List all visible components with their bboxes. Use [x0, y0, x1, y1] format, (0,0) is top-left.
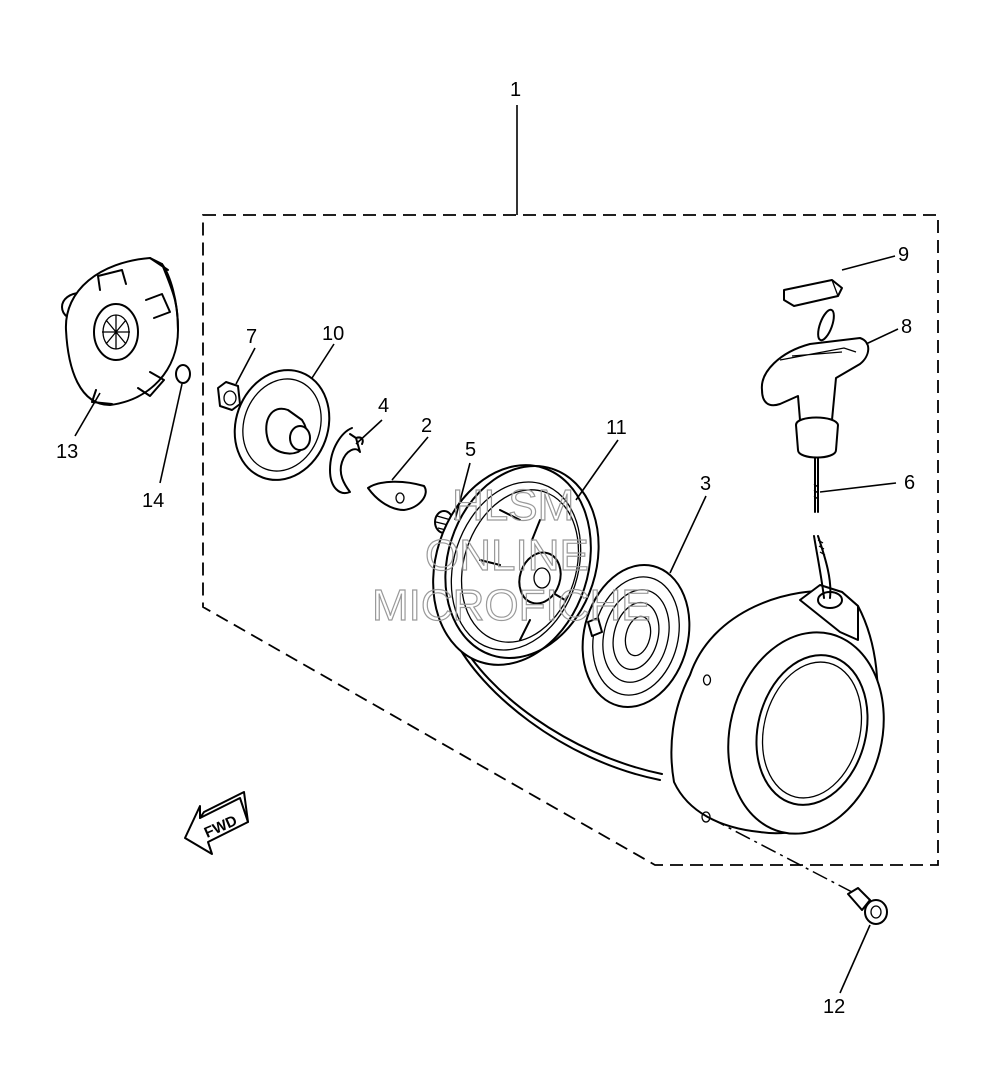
fwd-direction-arrow: FWD — [184, 791, 249, 855]
callout-labels: 1 2 3 4 5 6 7 8 9 10 11 12 13 14 — [56, 79, 915, 1018]
callout-4: 4 — [378, 395, 389, 417]
watermark-line-3: MICROFICHE — [372, 581, 651, 630]
part-12-bolt[interactable] — [847, 887, 888, 925]
callout-1: 1 — [510, 79, 521, 101]
watermark: HLSM ONLINE MICROFICHE — [371, 480, 651, 630]
callout-13: 13 — [56, 441, 78, 463]
callout-3: 3 — [700, 473, 711, 495]
part-7-nut[interactable] — [217, 381, 241, 411]
callout-2: 2 — [421, 415, 432, 437]
handle-rope — [813, 454, 832, 599]
part-2-pawl[interactable] — [367, 480, 427, 511]
leader-lines — [74, 105, 899, 994]
callout-11: 11 — [606, 417, 627, 439]
part-10-friction-plate[interactable] — [220, 357, 345, 494]
callout-9: 9 — [898, 244, 909, 266]
callout-8: 8 — [901, 316, 912, 338]
watermark-line-1: HLSM — [452, 481, 574, 530]
recoil-case-housing[interactable] — [670, 584, 904, 850]
watermark-line-2: ONLINE — [425, 531, 589, 580]
callout-12: 12 — [823, 996, 845, 1018]
callout-10: 10 — [322, 323, 344, 345]
callout-5: 5 — [465, 439, 476, 461]
callout-7: 7 — [246, 326, 257, 348]
part-14-o-ring[interactable] — [175, 364, 191, 384]
part-4-clip-spring[interactable] — [329, 427, 364, 494]
part-9-handle-cap[interactable] — [783, 279, 843, 307]
part-11-reel[interactable] — [408, 445, 622, 686]
callout-6: 6 — [904, 472, 915, 494]
part-8-starter-handle[interactable] — [760, 308, 870, 459]
part-3-recoil-spring[interactable] — [568, 554, 704, 719]
assembly-boundary — [202, 214, 939, 866]
callout-14: 14 — [142, 490, 164, 512]
bolt-alignment-line — [709, 817, 853, 893]
part-13-drive-pulley[interactable] — [61, 257, 179, 406]
